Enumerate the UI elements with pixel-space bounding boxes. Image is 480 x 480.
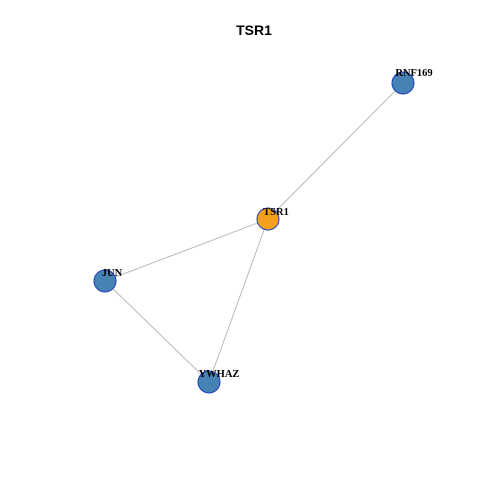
edge-tsr1-rnf169 [267, 82, 404, 220]
edge-tsr1-jun [104, 218, 269, 282]
node-jun-circle[interactable] [93, 269, 117, 293]
graph-title: TSR1 [236, 22, 272, 38]
node-rnf169-label: RNF169 [395, 68, 432, 79]
node-ywhaz-circle[interactable] [197, 370, 221, 394]
nodes-layer: RNF169 TSR1 JUN YWHAZ [93, 68, 433, 394]
node-tsr1-circle[interactable] [256, 207, 280, 231]
edge-jun-ywhaz [104, 280, 210, 383]
node-jun-label: JUN [102, 268, 123, 279]
node-tsr1[interactable]: TSR1 [256, 207, 289, 231]
node-ywhaz[interactable]: YWHAZ [197, 369, 240, 394]
node-rnf169[interactable]: RNF169 [391, 68, 433, 95]
edge-tsr1-ywhaz [208, 218, 269, 383]
edges-layer [104, 82, 404, 383]
node-rnf169-circle[interactable] [391, 71, 415, 95]
node-jun[interactable]: JUN [93, 268, 123, 293]
node-ywhaz-label: YWHAZ [199, 369, 240, 380]
node-tsr1-label: TSR1 [263, 207, 289, 218]
